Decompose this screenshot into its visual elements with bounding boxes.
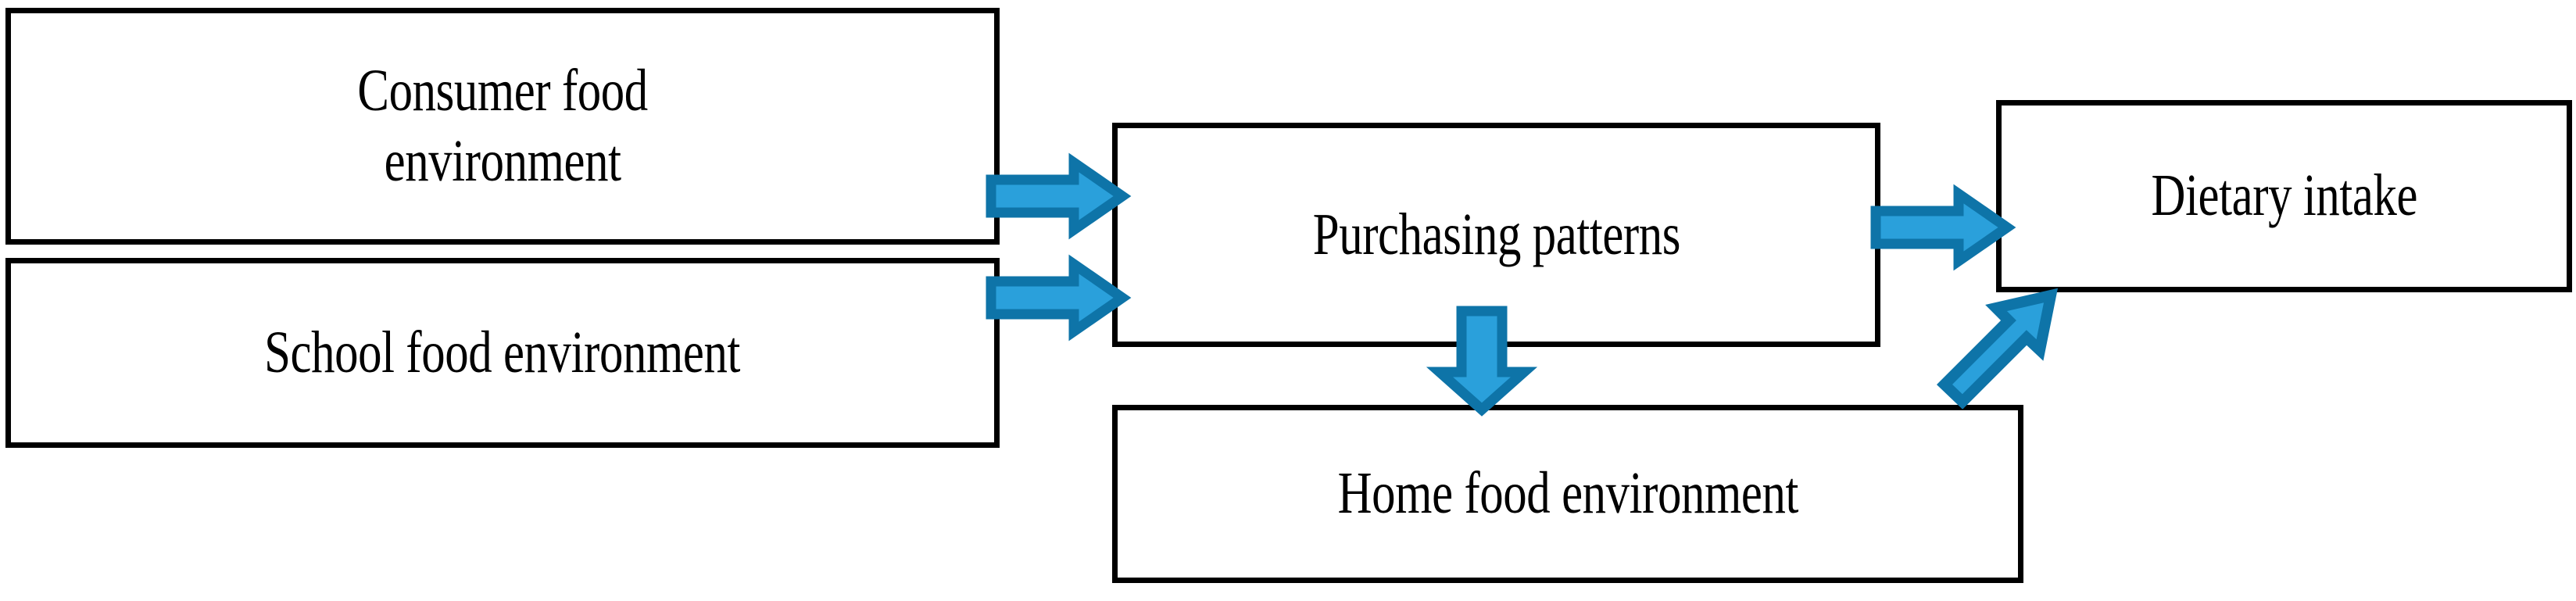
node-dietary-intake: Dietary intake bbox=[1996, 100, 2572, 292]
node-consumer-food-environment-label: Consumer food environment bbox=[357, 57, 648, 194]
node-home-food-environment-label: Home food environment bbox=[1337, 460, 1798, 527]
node-school-food-environment: School food environment bbox=[5, 258, 1000, 448]
arrow-purchasing-to-home-icon bbox=[1426, 306, 1538, 417]
node-consumer-food-environment: Consumer food environment bbox=[5, 8, 1000, 245]
node-dietary-intake-label: Dietary intake bbox=[2151, 163, 2417, 229]
arrow-school-to-purchasing-icon bbox=[986, 254, 1132, 342]
arrow-purchasing-to-dietary-icon bbox=[1870, 184, 2016, 271]
arrow-consumer-to-purchasing-icon bbox=[986, 152, 1132, 240]
arrow-home-to-dietary-icon bbox=[1936, 288, 2058, 410]
node-school-food-environment-label: School food environment bbox=[264, 319, 741, 385]
node-purchasing-patterns-label: Purchasing patterns bbox=[1312, 201, 1680, 267]
node-home-food-environment: Home food environment bbox=[1112, 405, 2023, 583]
